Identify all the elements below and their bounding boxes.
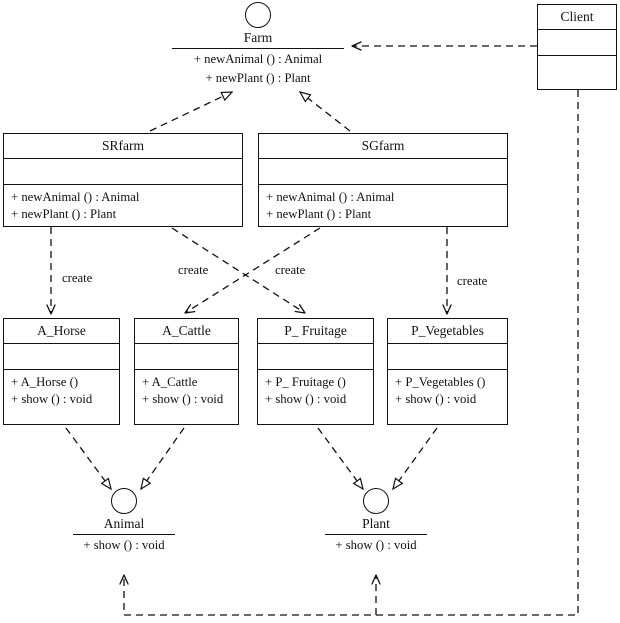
a-cattle-name: A_Cattle xyxy=(135,319,238,344)
interface-plant: Plant + show () : void xyxy=(325,488,427,554)
class-sgfarm[interactable]: SGfarm + newAnimal () : Animal + newPlan… xyxy=(258,133,508,227)
p-fruitage-name: P_ Fruitage xyxy=(258,319,373,344)
edge-sgfarm-realizes-farm xyxy=(298,91,351,132)
class-srfarm[interactable]: SRfarm + newAnimal () : Animal + newPlan… xyxy=(3,133,243,227)
sgfarm-operation: + newAnimal () : Animal xyxy=(266,189,395,204)
sgfarm-attributes xyxy=(259,159,507,185)
a-horse-operation: + show () : void xyxy=(11,392,93,407)
class-p-vegetables[interactable]: P_Vegetables + P_Vegetables () + show ()… xyxy=(387,318,508,425)
sgfarm-name: SGfarm xyxy=(259,134,507,159)
srfarm-name: SRfarm xyxy=(4,134,242,159)
plant-divider xyxy=(325,533,427,535)
a-horse-operation: + A_Horse () xyxy=(11,374,79,389)
class-a-horse[interactable]: A_Horse + A_Horse () + show () : void xyxy=(3,318,120,425)
interface-animal: Animal + show () : void xyxy=(73,488,175,554)
farm-name: Farm xyxy=(243,30,273,45)
edge-srfarm-realizes-farm xyxy=(149,91,234,132)
srfarm-operation: + newPlant () : Plant xyxy=(11,207,117,222)
edge-p-vegetables-realizes-plant xyxy=(392,427,438,491)
p-vegetables-name: P_Vegetables xyxy=(388,319,507,344)
edge-a-horse-realizes-animal xyxy=(65,427,112,491)
edge-p-fruitage-realizes-plant xyxy=(317,427,364,491)
a-horse-name: A_Horse xyxy=(4,319,119,344)
srfarm-operation: + newAnimal () : Animal xyxy=(11,189,140,204)
client-attributes xyxy=(538,30,616,56)
p-vegetables-operation: + show () : void xyxy=(395,392,477,407)
p-fruitage-operation: + P_ Fruitage () xyxy=(265,374,346,389)
animal-name: Animal xyxy=(103,516,145,531)
a-cattle-attributes xyxy=(135,344,238,370)
a-horse-attributes xyxy=(4,344,119,370)
client-operations xyxy=(538,56,616,82)
sgfarm-operations: + newAnimal () : Animal + newPlant () : … xyxy=(259,185,507,229)
client-name: Client xyxy=(538,5,616,30)
class-a-cattle[interactable]: A_Cattle + A_Cattle + show () : void xyxy=(134,318,239,425)
edge-srfarm-creates-p-fruitage xyxy=(171,227,306,314)
edge-label-create-2: create xyxy=(178,263,209,277)
sgfarm-operation: + newPlant () : Plant xyxy=(266,207,372,222)
plant-name: Plant xyxy=(362,516,390,531)
animal-divider xyxy=(73,533,175,535)
interface-farm: Farm + newAnimal () : Animal + newPlant … xyxy=(172,2,344,87)
plant-lollipop-icon xyxy=(363,488,389,514)
p-vegetables-attributes xyxy=(388,344,507,370)
farm-divider xyxy=(172,47,344,49)
p-fruitage-attributes xyxy=(258,344,373,370)
p-vegetables-operations: + P_Vegetables () + show () : void xyxy=(388,370,507,414)
edge-a-cattle-realizes-animal xyxy=(140,427,185,491)
srfarm-operations: + newAnimal () : Animal + newPlant () : … xyxy=(4,185,242,229)
farm-operation: + newAnimal () : Animal xyxy=(193,51,323,66)
class-client[interactable]: Client xyxy=(537,4,617,90)
p-fruitage-operation: + show () : void xyxy=(265,392,347,407)
p-vegetables-operation: + P_Vegetables () xyxy=(395,374,486,389)
a-cattle-operation: + show () : void xyxy=(142,392,224,407)
farm-lollipop-icon xyxy=(245,2,271,28)
edge-sgfarm-creates-a-cattle xyxy=(184,227,321,314)
p-fruitage-operations: + P_ Fruitage () + show () : void xyxy=(258,370,373,414)
a-horse-operations: + A_Horse () + show () : void xyxy=(4,370,119,414)
animal-operation: + show () : void xyxy=(83,537,165,552)
a-cattle-operations: + A_Cattle + show () : void xyxy=(135,370,238,414)
plant-operation: + show () : void xyxy=(335,537,417,552)
edge-label-create-4: create xyxy=(457,274,488,288)
animal-lollipop-icon xyxy=(111,488,137,514)
class-p-fruitage[interactable]: P_ Fruitage + P_ Fruitage () + show () :… xyxy=(257,318,374,425)
srfarm-attributes xyxy=(4,159,242,185)
edge-client-to-products-bus xyxy=(119,90,579,616)
a-cattle-operation: + A_Cattle xyxy=(142,374,198,389)
edge-label-create-3: create xyxy=(275,263,306,277)
edge-label-create-1: create xyxy=(62,271,93,285)
farm-operation: + newPlant () : Plant xyxy=(205,70,311,85)
